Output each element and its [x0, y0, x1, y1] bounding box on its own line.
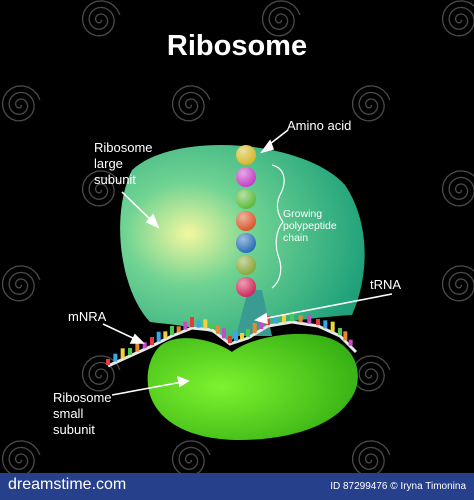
amino-acid-bead-shine [236, 277, 256, 297]
mrna-base [246, 329, 250, 337]
mrna-base [234, 332, 238, 341]
amino-acid-bead-shine [236, 189, 256, 209]
watermark-spiral-icon [351, 85, 391, 122]
polypeptide-label-line-1: Growing [283, 208, 323, 220]
mrna-base [176, 326, 181, 333]
mrna-base [266, 316, 270, 325]
mrna-base [228, 336, 232, 343]
watermark-spiral-icon [171, 440, 211, 477]
large-subunit-label-line-2: large [94, 156, 123, 171]
mrna-backbone [107, 320, 358, 368]
mrna-base [170, 326, 174, 335]
mrna-base [316, 319, 320, 325]
amino-acid-label: Amino acid [287, 118, 352, 133]
mrna-base [150, 337, 154, 345]
polypeptide-label-line-2: polypeptide [283, 220, 337, 232]
small-subunit-label-line-2: small [53, 406, 84, 421]
watermark-spiral-icon [81, 0, 121, 37]
watermark-spiral-icon [1, 85, 41, 122]
mrna-strand [106, 311, 358, 368]
footer-image-info: ID 87299476 © Iryna Timonina [330, 481, 466, 492]
amino-acid-bead-shine [236, 255, 256, 275]
watermark-spiral-icon [441, 265, 474, 302]
mrna-base [222, 328, 226, 339]
mrna-base [190, 317, 194, 327]
watermark-spiral-icon [441, 170, 474, 207]
mrna-base [282, 314, 286, 323]
mrna-base [307, 314, 312, 324]
mrna-base [343, 331, 348, 341]
mrna-base [259, 322, 264, 329]
footer-logo: dreamstime.com [8, 476, 127, 493]
mrna-base [163, 331, 168, 339]
amino-acid-bead-shine [236, 167, 256, 187]
label-arrows [102, 129, 393, 396]
mrna-base [348, 339, 353, 346]
mrna-base [203, 319, 208, 329]
polypeptide-label-line-3: chain [283, 232, 309, 244]
mrna-base [210, 323, 214, 329]
mrna-label: mNRA [68, 309, 107, 324]
amino-acid-bead-shine [236, 211, 256, 231]
small-subunit-label-line-1: Ribosome [53, 390, 112, 405]
mrna-base [106, 359, 110, 365]
large-subunit-label-line-3: subunit [94, 172, 136, 187]
large-subunit-label: Ribosome large subunit [94, 140, 153, 188]
small-subunit-shape [147, 333, 358, 440]
small-subunit-label-line-3: subunit [53, 422, 95, 437]
diagram-title: Ribosome [166, 30, 308, 62]
watermark-spiral-icon [351, 355, 391, 392]
mrna-base [298, 315, 303, 323]
mrna-base [240, 333, 244, 339]
mrna-base [135, 342, 140, 352]
mrna-base [120, 348, 125, 359]
watermark-spiral-icon [1, 440, 41, 477]
mrna-base [196, 320, 201, 328]
watermark-spiral-icon [81, 355, 121, 392]
mrna-base [274, 317, 278, 324]
watermark-spiral-icon [441, 0, 474, 37]
mrna-base [183, 321, 188, 330]
watermark-spiral-icon [1, 265, 41, 302]
mrna-base [338, 328, 342, 335]
watermark-spiral-icon [171, 85, 211, 122]
mrna-base [156, 331, 161, 342]
watermark-spiral-icon [351, 440, 391, 477]
mrna-base [323, 320, 328, 329]
mrna-base [252, 323, 257, 333]
mrna-base [128, 348, 132, 355]
watermark-spiral-icon [261, 0, 301, 37]
large-subunit-label-line-1: Ribosome [94, 140, 153, 155]
polypeptide-bracket [271, 164, 285, 289]
small-subunit-label: Ribosome small subunit [53, 390, 112, 438]
mrna-base [216, 325, 220, 334]
amino-acid-bead-shine [236, 233, 256, 253]
mrna-base [330, 321, 335, 332]
watermark-spiral-icon [81, 170, 121, 207]
footer-bar: dreamstime.com ID 87299476 © Iryna Timon… [0, 473, 474, 500]
mrna-base [142, 342, 147, 349]
amino-acid-chain [236, 145, 256, 297]
amino-acid-bead-shine [236, 145, 256, 165]
polypeptide-label: Growing polypeptide chain [283, 208, 337, 244]
mrna-base [113, 353, 118, 362]
trna-label: tRNA [370, 277, 402, 292]
mrna-base [290, 311, 294, 321]
